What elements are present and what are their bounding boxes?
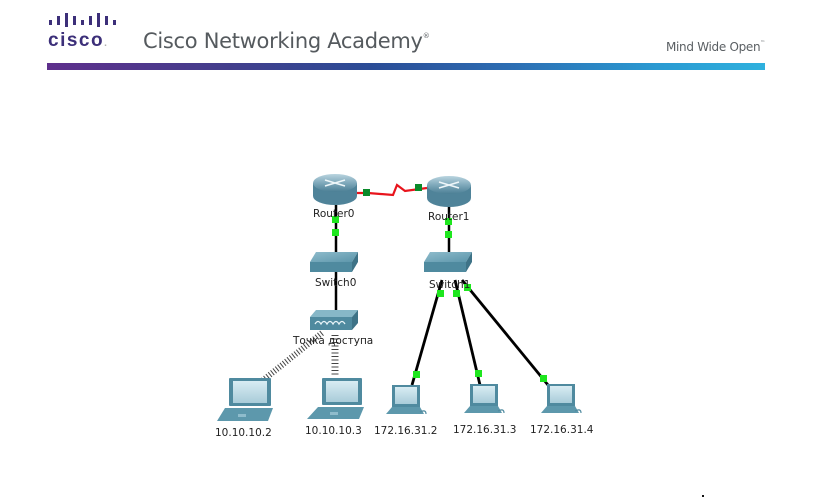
pc1-label: 172.16.31.2 xyxy=(374,425,437,437)
link-up-dot xyxy=(332,216,339,223)
switch-icon xyxy=(310,252,358,272)
access-point-icon xyxy=(310,310,358,330)
link-up-dot xyxy=(445,231,452,238)
switch0-label: Switch0 xyxy=(315,277,356,289)
link-up-dot xyxy=(464,284,471,291)
link-up-dot xyxy=(437,290,444,297)
laptop-10-10-10-3[interactable]: 10.10.10.3 xyxy=(305,378,364,437)
cisco-logo-text: cisco. xyxy=(48,30,107,51)
router0[interactable]: Router0 xyxy=(313,174,357,220)
switch0[interactable]: Switch0 xyxy=(310,252,358,289)
header: cisco. Cisco Networking Academy® Mind Wi… xyxy=(0,0,815,80)
link-up-dot xyxy=(332,229,339,236)
link-switch1-pc1 xyxy=(410,279,444,386)
pc3-label: 172.16.31.4 xyxy=(530,424,594,436)
pc-172-16-31-3[interactable]: 172.16.31.3 xyxy=(453,384,516,436)
pc-icon xyxy=(464,384,505,414)
laptop-icon xyxy=(307,378,364,419)
router0-label: Router0 xyxy=(313,208,354,220)
link-up-dot xyxy=(413,371,420,378)
link-up-dot xyxy=(445,218,452,225)
serial-endpoint-dot xyxy=(363,189,370,196)
laptop-icon xyxy=(217,378,273,421)
router1[interactable]: Router1 xyxy=(427,176,471,223)
laptop2-label: 10.10.10.3 xyxy=(305,425,362,437)
router1-label: Router1 xyxy=(428,211,469,223)
pc2-label: 172.16.31.3 xyxy=(453,424,516,436)
router-icon xyxy=(313,174,357,205)
pc-icon xyxy=(541,384,582,414)
pc-172-16-31-4[interactable]: 172.16.31.4 xyxy=(530,384,594,436)
link-up-dot xyxy=(540,375,547,382)
router-icon xyxy=(427,176,471,207)
pc-icon xyxy=(386,385,427,415)
stray-mark xyxy=(702,495,704,497)
access-point[interactable]: Точка доступа xyxy=(292,310,373,347)
link-wireless-laptop1 xyxy=(260,330,324,384)
laptop-10-10-10-2[interactable]: 10.10.10.2 xyxy=(215,378,273,439)
link-status-dots xyxy=(332,184,547,382)
link-up-dot xyxy=(475,370,482,377)
academy-title: Cisco Networking Academy® xyxy=(143,29,430,53)
link-up-dot xyxy=(453,290,460,297)
cisco-logo-bars-icon xyxy=(49,13,116,27)
tagline: Mind Wide Open™ xyxy=(665,40,765,54)
switch1-label: Switch1 xyxy=(429,279,470,291)
switch1[interactable]: Switch1 xyxy=(424,252,472,291)
links xyxy=(260,183,550,386)
switch-icon xyxy=(424,252,472,272)
link-switch1-pc2 xyxy=(453,279,482,386)
laptop1-label: 10.10.10.2 xyxy=(215,427,272,439)
link-switch1-pc3 xyxy=(460,279,550,386)
gradient-divider xyxy=(47,63,765,70)
access-point-label: Точка доступа xyxy=(292,335,373,347)
serial-endpoint-dot xyxy=(415,184,422,191)
pc-172-16-31-2[interactable]: 172.16.31.2 xyxy=(374,385,437,437)
